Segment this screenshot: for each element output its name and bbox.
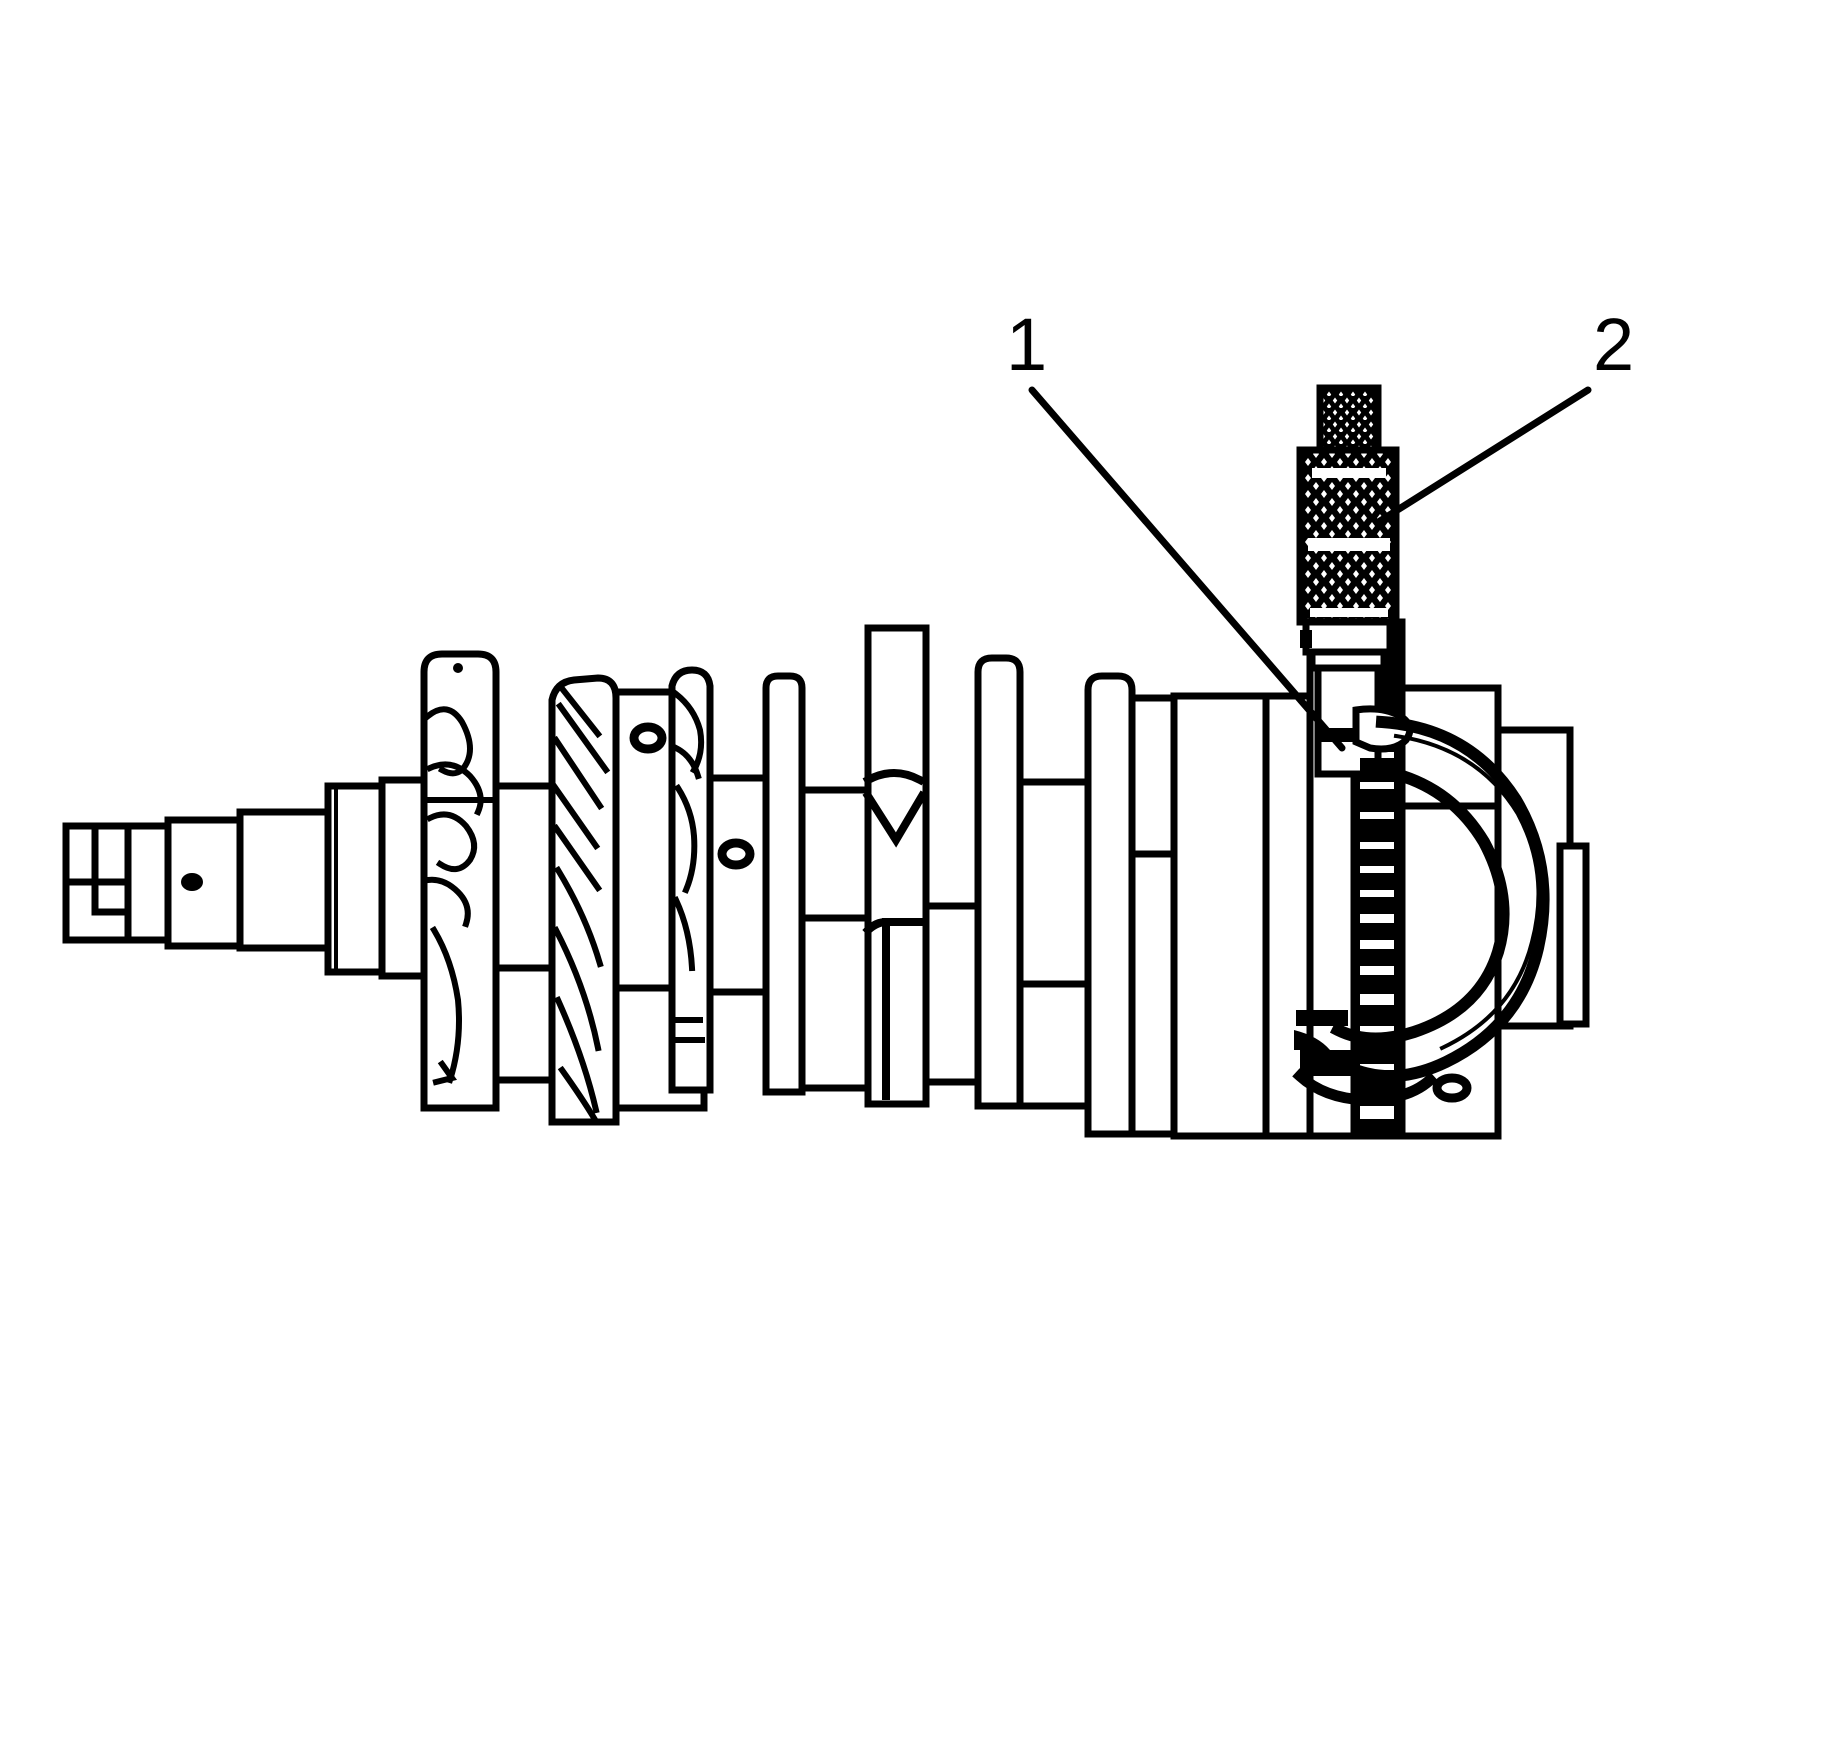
- micrometer-ratchet-stop: [1316, 384, 1382, 454]
- callout-label-2: 2: [1593, 303, 1635, 386]
- micrometer-c-frame: [1329, 715, 1550, 1083]
- web-2-fracture-hatch: [549, 681, 611, 1123]
- micrometer-c-frame-thin-outline: [1393, 733, 1541, 1051]
- leader-line-2: [1376, 386, 1592, 525]
- web-3-fracture-hatch: [671, 689, 705, 1043]
- counterweight-4: [762, 672, 806, 1096]
- centre-crank-throw: [862, 624, 930, 1108]
- crankshaft-front-main-journal: [324, 776, 428, 980]
- main-journal-6: [1016, 778, 1092, 1110]
- callout-leader-lines: [1028, 386, 1592, 752]
- micrometer-sleeve: [1300, 618, 1394, 672]
- callout-label-1: 1: [1006, 303, 1048, 386]
- rod-journal-1: [492, 782, 556, 1084]
- micrometer-thimble: [1296, 446, 1400, 626]
- micrometer-anvil: [1292, 1010, 1438, 1106]
- leader-line-1: [1028, 386, 1346, 752]
- measured-main-journal: [1128, 692, 1270, 1140]
- main-journal-5: [922, 902, 982, 1086]
- crankshaft-nose-snout: [62, 808, 332, 952]
- counterweight-5: [974, 654, 1024, 1110]
- counterweight-6: [1084, 672, 1136, 1138]
- rod-journal-4: [798, 786, 872, 1092]
- outside-micrometer: [1292, 384, 1550, 1106]
- web-1-fracture-hatch: [423, 706, 499, 1086]
